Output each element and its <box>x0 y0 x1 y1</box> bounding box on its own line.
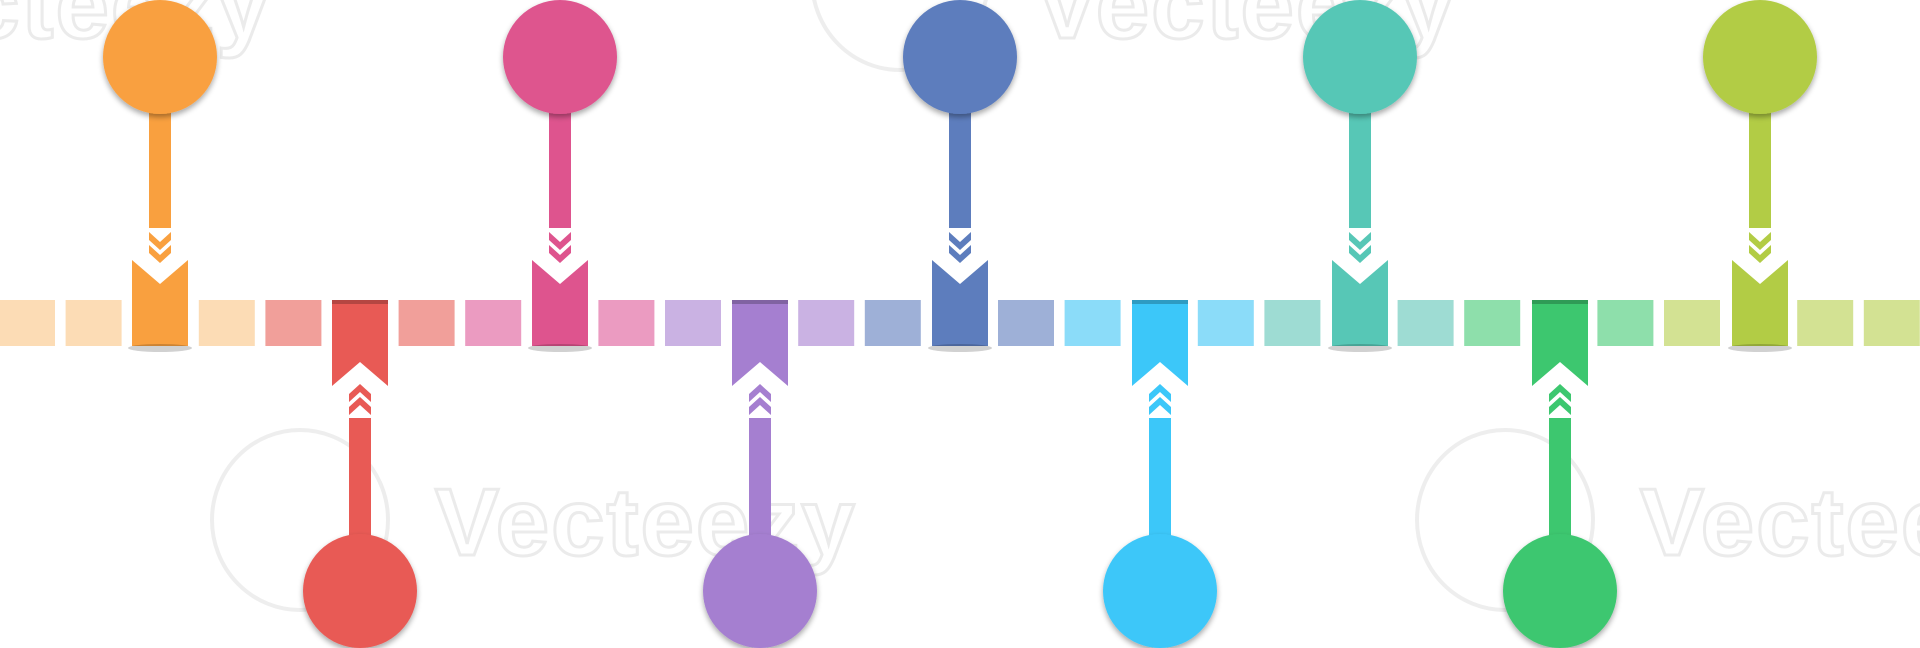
milestone-4 <box>703 300 817 648</box>
timeline-band <box>0 300 1920 346</box>
chevron-down-icon <box>949 245 971 263</box>
milestone-stem <box>349 418 371 548</box>
chevron-up-icon <box>1149 397 1171 415</box>
band-square <box>665 300 721 346</box>
tab-shadow <box>1328 344 1392 352</box>
watermark-logo: Vecteezy <box>1415 428 1920 612</box>
tab-shadow <box>1532 300 1588 304</box>
milestone-tab <box>732 300 788 386</box>
milestone-circle <box>1303 0 1417 114</box>
chevron-up-icon <box>349 397 371 415</box>
milestone-stem <box>749 418 771 548</box>
milestone-tab <box>332 300 388 386</box>
tab-shadow <box>128 344 192 352</box>
band-square <box>398 300 455 346</box>
milestone-2 <box>303 300 417 648</box>
milestone-stem <box>949 100 971 228</box>
tab-shadow <box>1132 300 1188 304</box>
milestone-6 <box>1103 300 1217 648</box>
milestone-7 <box>1303 0 1417 352</box>
timeline-milestones <box>103 0 1817 648</box>
band-square <box>864 300 921 346</box>
chevron-down-icon <box>1349 232 1371 250</box>
milestone-tab <box>1732 260 1788 346</box>
chevron-down-icon <box>949 232 971 250</box>
tab-shadow <box>928 344 992 352</box>
milestone-stem <box>1349 100 1371 228</box>
chevron-up-icon <box>1549 384 1571 402</box>
milestone-tab <box>132 260 188 346</box>
chevron-up-icon <box>749 384 771 402</box>
milestone-tab <box>532 260 588 346</box>
chevron-down-icon <box>1349 245 1371 263</box>
band-square <box>265 300 322 346</box>
band-square <box>1464 300 1521 346</box>
band-square <box>1264 300 1321 346</box>
band-square <box>598 300 655 346</box>
band-square <box>1664 300 1720 346</box>
tab-shadow <box>528 344 592 352</box>
milestone-circle <box>903 0 1017 114</box>
chevron-down-icon <box>1749 245 1771 263</box>
chevron-up-icon <box>1149 384 1171 402</box>
milestone-circle <box>1703 0 1817 114</box>
milestone-stem <box>1149 418 1171 548</box>
tab-shadow <box>732 300 788 304</box>
band-square <box>65 300 122 346</box>
milestone-tab <box>1132 300 1188 386</box>
milestone-tab <box>1332 260 1388 346</box>
chevron-up-icon <box>1549 397 1571 415</box>
milestone-stem <box>1749 100 1771 228</box>
chevron-up-icon <box>749 397 771 415</box>
band-square <box>1797 300 1854 346</box>
band-square <box>465 300 522 346</box>
chevron-down-icon <box>1749 232 1771 250</box>
chevron-down-icon <box>549 232 571 250</box>
band-square <box>0 300 55 346</box>
milestone-5 <box>903 0 1017 352</box>
band-square <box>1597 300 1654 346</box>
milestone-circle <box>703 534 817 648</box>
milestone-circle <box>103 0 217 114</box>
band-square <box>1064 300 1121 346</box>
chevron-up-icon <box>349 384 371 402</box>
milestone-circle <box>1503 534 1617 648</box>
band-square <box>1197 300 1254 346</box>
milestone-3 <box>503 0 617 352</box>
chevron-down-icon <box>149 245 171 263</box>
milestone-9 <box>1703 0 1817 352</box>
tab-shadow <box>1728 344 1792 352</box>
chevron-down-icon <box>149 232 171 250</box>
milestone-circle <box>503 0 617 114</box>
band-square <box>798 300 855 346</box>
milestone-tab <box>1532 300 1588 386</box>
chevron-down-icon <box>549 245 571 263</box>
milestone-circle <box>1103 534 1217 648</box>
milestone-8 <box>1503 300 1617 648</box>
band-square <box>198 300 255 346</box>
band-square <box>998 300 1054 346</box>
milestone-stem <box>1549 418 1571 548</box>
band-square <box>1397 300 1454 346</box>
milestone-1 <box>103 0 217 352</box>
milestone-stem <box>149 100 171 228</box>
band-square <box>1863 300 1920 346</box>
milestone-circle <box>303 534 417 648</box>
tab-shadow <box>332 300 388 304</box>
milestone-stem <box>549 100 571 228</box>
watermark-text: Vecteezy <box>1640 469 1920 576</box>
milestone-tab <box>932 260 988 346</box>
